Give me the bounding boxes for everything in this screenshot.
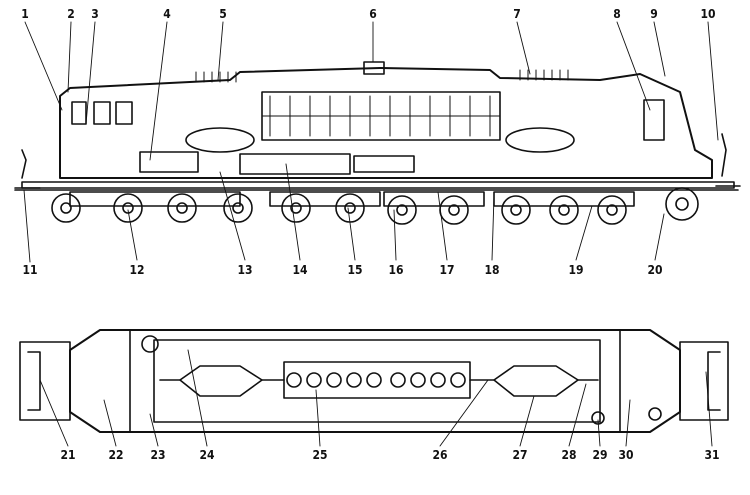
callout-20: 20	[647, 263, 662, 277]
generator-right	[505, 127, 575, 153]
callout-3: 3	[91, 7, 99, 21]
frame-side	[21, 181, 735, 189]
bogie-4	[493, 191, 635, 207]
callout-8: 8	[613, 7, 621, 21]
callout-25: 25	[312, 448, 327, 462]
callout-10: 10	[700, 7, 715, 21]
coupler-right	[679, 341, 729, 421]
coupler-left	[19, 341, 71, 421]
callout-19: 19	[568, 263, 583, 277]
callout-14: 14	[292, 263, 308, 277]
leader-lines	[23, 21, 719, 447]
callout-labels-bottom: 21 22 23 24 25 26 27 28 29 30 31	[60, 448, 719, 462]
callout-28: 28	[561, 448, 576, 462]
callout-labels-top: 1 2 3 4 5 6 7 8 9 10 11 12 13 14 15 16 1…	[21, 7, 715, 277]
bogie-1	[69, 191, 241, 207]
engine-plan	[283, 361, 471, 399]
wheels	[51, 187, 699, 225]
callout-24: 24	[199, 448, 215, 462]
callout-5: 5	[219, 7, 227, 21]
callout-15: 15	[347, 263, 362, 277]
generator-left	[185, 127, 255, 153]
bogie-2	[269, 191, 381, 207]
callout-23: 23	[150, 448, 165, 462]
engine-cylinders	[286, 372, 466, 388]
callout-7: 7	[513, 7, 521, 21]
callout-29: 29	[592, 448, 607, 462]
callout-21: 21	[60, 448, 75, 462]
callout-16: 16	[388, 263, 403, 277]
callout-12: 12	[129, 263, 144, 277]
callout-4: 4	[163, 7, 171, 21]
callout-13: 13	[237, 263, 252, 277]
callout-6: 6	[369, 7, 377, 21]
plan-body	[69, 329, 681, 433]
callout-2: 2	[67, 7, 75, 21]
callout-11: 11	[22, 263, 37, 277]
plan-view	[19, 329, 729, 433]
side-elevation	[14, 61, 741, 225]
callout-22: 22	[108, 448, 123, 462]
car-body	[59, 67, 713, 179]
callout-18: 18	[484, 263, 499, 277]
callout-1: 1	[21, 7, 29, 21]
callout-27: 27	[512, 448, 527, 462]
callout-17: 17	[439, 263, 454, 277]
generator-plan-right	[493, 365, 579, 397]
callout-9: 9	[650, 7, 658, 21]
bogie-3	[383, 191, 485, 207]
callout-31: 31	[704, 448, 719, 462]
callout-30: 30	[618, 448, 633, 462]
callout-26: 26	[432, 448, 447, 462]
